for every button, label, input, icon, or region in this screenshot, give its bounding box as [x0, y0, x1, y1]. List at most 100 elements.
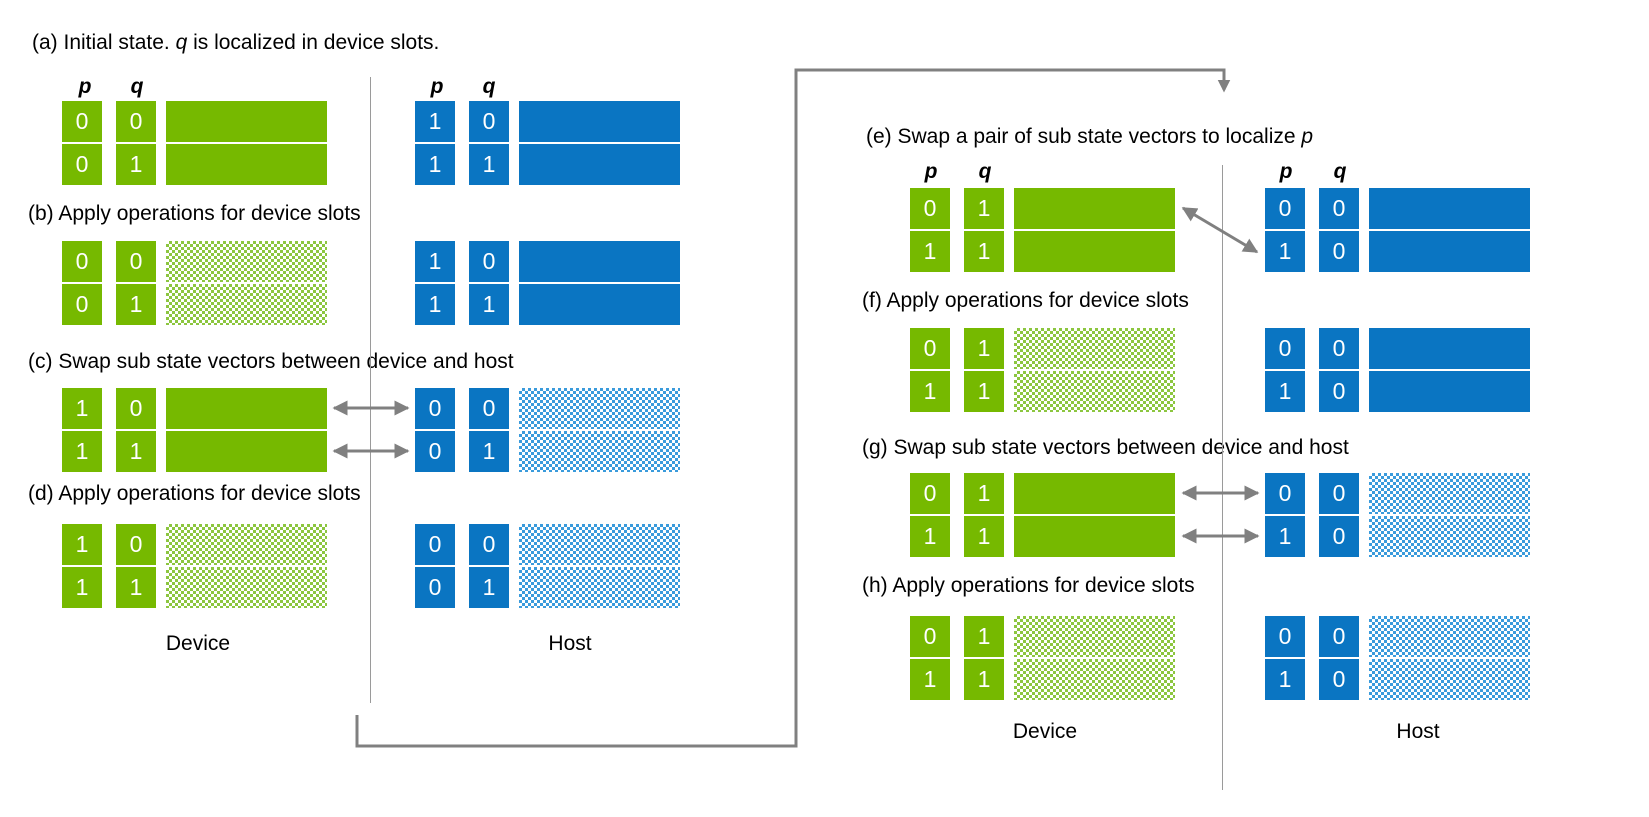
stage-a-device-row1-p: 0	[62, 144, 102, 185]
stage-e-host-header-q: q	[1333, 160, 1347, 183]
stage-d-host-row1-p: 0	[415, 567, 455, 608]
stage-d-host-row1-bar	[519, 567, 680, 608]
stage-b-host-row1-bar	[519, 284, 680, 325]
stage-b-host-row0-bar	[519, 241, 680, 282]
stage-c-device-row0-p: 1	[62, 388, 102, 429]
stage-b-device-row1-bar	[166, 284, 327, 325]
stage-h-host-row0-q: 0	[1319, 616, 1359, 657]
stage-c-host-row1-p: 0	[415, 431, 455, 472]
stage-c-host-row0-q: 0	[469, 388, 509, 429]
stage-c-device-row0-q: 0	[116, 388, 156, 429]
stage-c-host-row0-p: 0	[415, 388, 455, 429]
stage-a-device-row1-bar	[166, 144, 327, 185]
stage-g-device-row0-p: 0	[910, 473, 950, 514]
stage-a-host-header-q: q	[482, 75, 496, 98]
left-device-label: Device	[165, 632, 231, 655]
stage-h-host-row1-bar	[1369, 659, 1530, 700]
stage-h-host-row1-p: 1	[1265, 659, 1305, 700]
stage-f-host-row1-bar	[1369, 371, 1530, 412]
stage-f-host-row1-q: 0	[1319, 371, 1359, 412]
stage-e-host-row1-q: 0	[1319, 231, 1359, 272]
stage-d-device-row0-p: 1	[62, 524, 102, 565]
stage-d-device-row1-bar	[166, 567, 327, 608]
stage-f-host-row0-bar	[1369, 328, 1530, 369]
stage-b-device-row0-bar	[166, 241, 327, 282]
stage-a-host-row1-bar	[519, 144, 680, 185]
caption-b: (b) Apply operations for device slots	[28, 202, 361, 225]
stage-e-device-row1-q: 1	[964, 231, 1004, 272]
stage-g-host-row0-bar	[1369, 473, 1530, 514]
stage-e-device-header-p: p	[924, 160, 938, 183]
stage-g-host-row0-p: 0	[1265, 473, 1305, 514]
stage-d-host-row0-p: 0	[415, 524, 455, 565]
stage-e-device-header-q: q	[978, 160, 992, 183]
stage-b-host-row0-p: 1	[415, 241, 455, 282]
stage-a-device-row1-q: 1	[116, 144, 156, 185]
stage-b-host-row1-q: 1	[469, 284, 509, 325]
stage-a-host-header-p: p	[430, 75, 444, 98]
caption-a: (a) Initial state. q is localized in dev…	[32, 31, 440, 54]
caption-h: (h) Apply operations for device slots	[862, 574, 1195, 597]
stage-a-host-row1-p: 1	[415, 144, 455, 185]
stage-h-host-row0-bar	[1369, 616, 1530, 657]
stage-d-device-row1-q: 1	[116, 567, 156, 608]
caption-e: (e) Swap a pair of sub state vectors to …	[866, 125, 1314, 148]
stage-f-device-row1-bar	[1014, 371, 1175, 412]
stage-h-device-row1-q: 1	[964, 659, 1004, 700]
stage-h-device-row0-bar	[1014, 616, 1175, 657]
caption-f: (f) Apply operations for device slots	[862, 289, 1189, 312]
stage-h-host-row1-q: 0	[1319, 659, 1359, 700]
stage-f-device-row0-q: 1	[964, 328, 1004, 369]
stage-e-device-row0-p: 0	[910, 188, 950, 229]
stage-g-device-row1-p: 1	[910, 516, 950, 557]
stage-e-pair-swap-arrow	[1181, 206, 1259, 254]
stage-c-host-row0-bar	[519, 388, 680, 429]
stage-a-device-header-p: p	[78, 75, 92, 98]
stage-b-device-row0-p: 0	[62, 241, 102, 282]
caption-g: (g) Swap sub state vectors between devic…	[862, 436, 1349, 459]
stage-c-device-row1-bar	[166, 431, 327, 472]
caption-c: (c) Swap sub state vectors between devic…	[28, 350, 514, 373]
caption-a-italic: q	[175, 31, 188, 54]
stage-a-device-header-q: q	[130, 75, 144, 98]
stage-g-device-row0-q: 1	[964, 473, 1004, 514]
stage-d-device-row0-bar	[166, 524, 327, 565]
stage-e-host-row0-bar	[1369, 188, 1530, 229]
stage-f-device-row0-p: 0	[910, 328, 950, 369]
stage-h-device-row1-bar	[1014, 659, 1175, 700]
stage-b-device-row1-p: 0	[62, 284, 102, 325]
stage-d-host-row1-q: 1	[469, 567, 509, 608]
stage-d-device-row1-p: 1	[62, 567, 102, 608]
stage-b-host-row0-q: 0	[469, 241, 509, 282]
stage-e-device-row1-p: 1	[910, 231, 950, 272]
stage-g-host-row0-q: 0	[1319, 473, 1359, 514]
left-device-host-divider	[370, 77, 371, 703]
caption-e-italic: p	[1301, 125, 1314, 148]
stage-d-host-row0-q: 0	[469, 524, 509, 565]
stage-f-device-row1-p: 1	[910, 371, 950, 412]
stage-c-device-row1-q: 1	[116, 431, 156, 472]
stage-g-host-row1-q: 0	[1319, 516, 1359, 557]
stage-a-host-row1-q: 1	[469, 144, 509, 185]
stage-g-device-row1-bar	[1014, 516, 1175, 557]
stage-a-host-row0-p: 1	[415, 101, 455, 142]
stage-f-host-row0-q: 0	[1319, 328, 1359, 369]
stage-e-host-header-p: p	[1279, 160, 1293, 183]
stage-a-device-row0-bar	[166, 101, 327, 142]
stage-e-host-row0-q: 0	[1319, 188, 1359, 229]
stage-f-device-row1-q: 1	[964, 371, 1004, 412]
stage-c-device-row0-bar	[166, 388, 327, 429]
right-device-host-divider	[1222, 165, 1223, 790]
stage-a-host-row0-bar	[519, 101, 680, 142]
stage-a-host-row0-q: 0	[469, 101, 509, 142]
stage-e-host-row1-p: 1	[1265, 231, 1305, 272]
right-host-label: Host	[1396, 720, 1440, 743]
stage-d-device-row0-q: 0	[116, 524, 156, 565]
stage-f-host-row0-p: 0	[1265, 328, 1305, 369]
stage-e-host-row1-bar	[1369, 231, 1530, 272]
stage-h-device-row1-p: 1	[910, 659, 950, 700]
stage-c-host-row1-q: 1	[469, 431, 509, 472]
stage-c-device-row1-p: 1	[62, 431, 102, 472]
stage-e-host-row0-p: 0	[1265, 188, 1305, 229]
